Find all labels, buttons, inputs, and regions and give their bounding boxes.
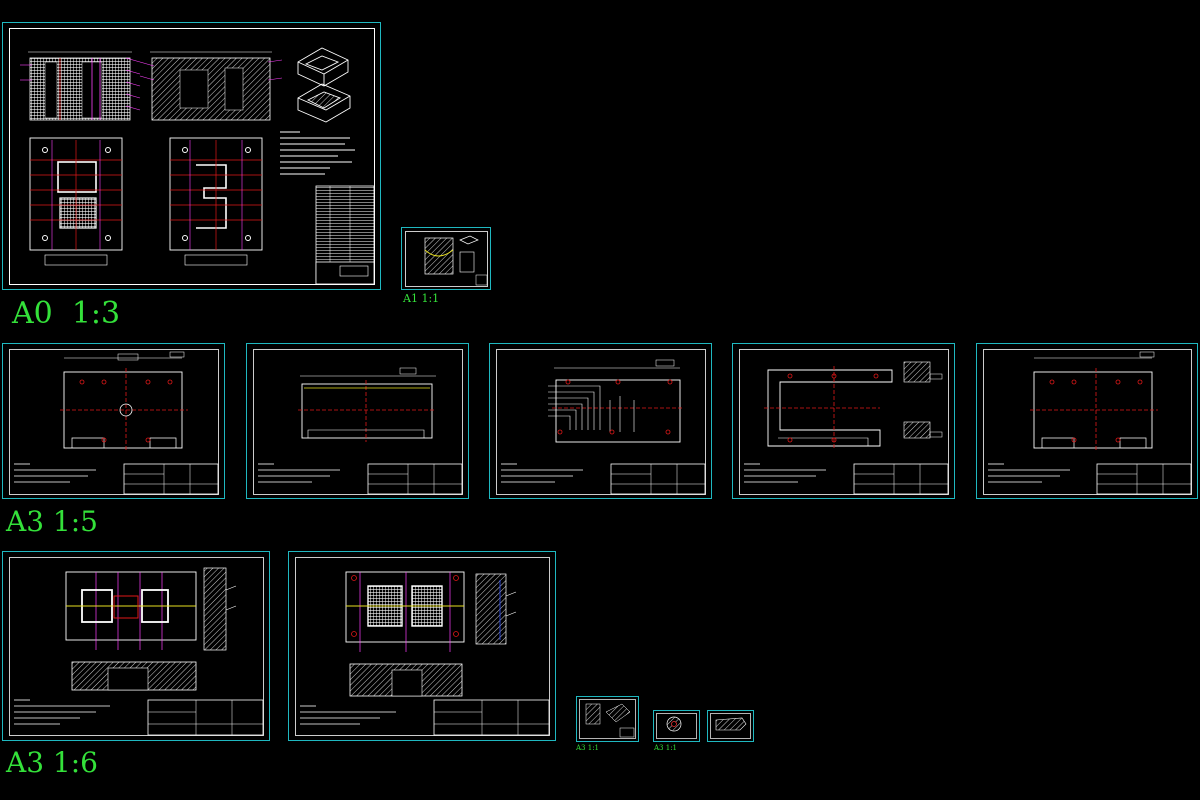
sheet-a3-part-1[interactable]: [2, 343, 225, 499]
plan-view-right: [169, 137, 263, 266]
sheet-frame: [976, 343, 1198, 499]
sheet-a0-assembly[interactable]: [2, 22, 381, 290]
sheet-inner-border: [405, 231, 488, 287]
title-block-icon: [315, 185, 375, 285]
sheet-a3-small-1[interactable]: [576, 696, 639, 742]
sheet-frame: [288, 551, 556, 741]
sheet-frame: [246, 343, 469, 499]
sheet-a1-detail[interactable]: [401, 227, 491, 290]
technical-notes: [280, 131, 355, 175]
scale-label-a0: A0 1:3: [11, 296, 120, 331]
sheet-a3-assembly-2[interactable]: [288, 551, 556, 741]
sheet-frame: [653, 710, 700, 742]
three-d-view-icon: [297, 47, 351, 123]
sheet-a3-small-2[interactable]: [653, 710, 700, 742]
sheet-inner-border: [710, 713, 751, 739]
sheet-inner-border: [656, 713, 697, 739]
sheet-frame: [732, 343, 955, 499]
sheet-frame: [2, 22, 381, 290]
sheet-inner-border: [9, 349, 219, 495]
sheet-inner-border: [253, 349, 463, 495]
sheet-frame: [2, 343, 225, 499]
sheet-a3-part-2[interactable]: [246, 343, 469, 499]
sheet-inner-border: [579, 699, 636, 739]
sheet-inner-border: [295, 557, 550, 736]
sheet-frame: [489, 343, 712, 499]
sheet-inner-border: [983, 349, 1192, 495]
sheet-inner-border: [9, 28, 375, 285]
sheet-a3-part-4[interactable]: [732, 343, 955, 499]
sheet-inner-border: [9, 557, 264, 736]
scale-label-a3-1-6: A3 1:6: [5, 746, 98, 779]
sheet-frame: [576, 696, 639, 742]
section-view-top-left: [20, 51, 141, 121]
scale-label-a3-small-1: A3 1:1: [575, 744, 599, 752]
sheet-frame: [707, 710, 754, 742]
scale-label-a3-1-5: A3 1:5: [5, 505, 98, 538]
sheet-inner-border: [739, 349, 949, 495]
scale-label-a1: A1 1:1: [402, 292, 439, 305]
sheet-frame: [401, 227, 491, 290]
section-view-top-right: [139, 51, 283, 121]
sheet-a3-part-5[interactable]: [976, 343, 1198, 499]
sheet-a3-part-3[interactable]: [489, 343, 712, 499]
sheet-frame: [2, 551, 270, 741]
sheet-a3-small-3[interactable]: [707, 710, 754, 742]
sheet-inner-border: [496, 349, 706, 495]
plan-view-left: [29, 137, 123, 266]
scale-label-a3-small-2: A3 1:1: [653, 744, 677, 752]
sheet-a3-assembly-1[interactable]: [2, 551, 270, 741]
